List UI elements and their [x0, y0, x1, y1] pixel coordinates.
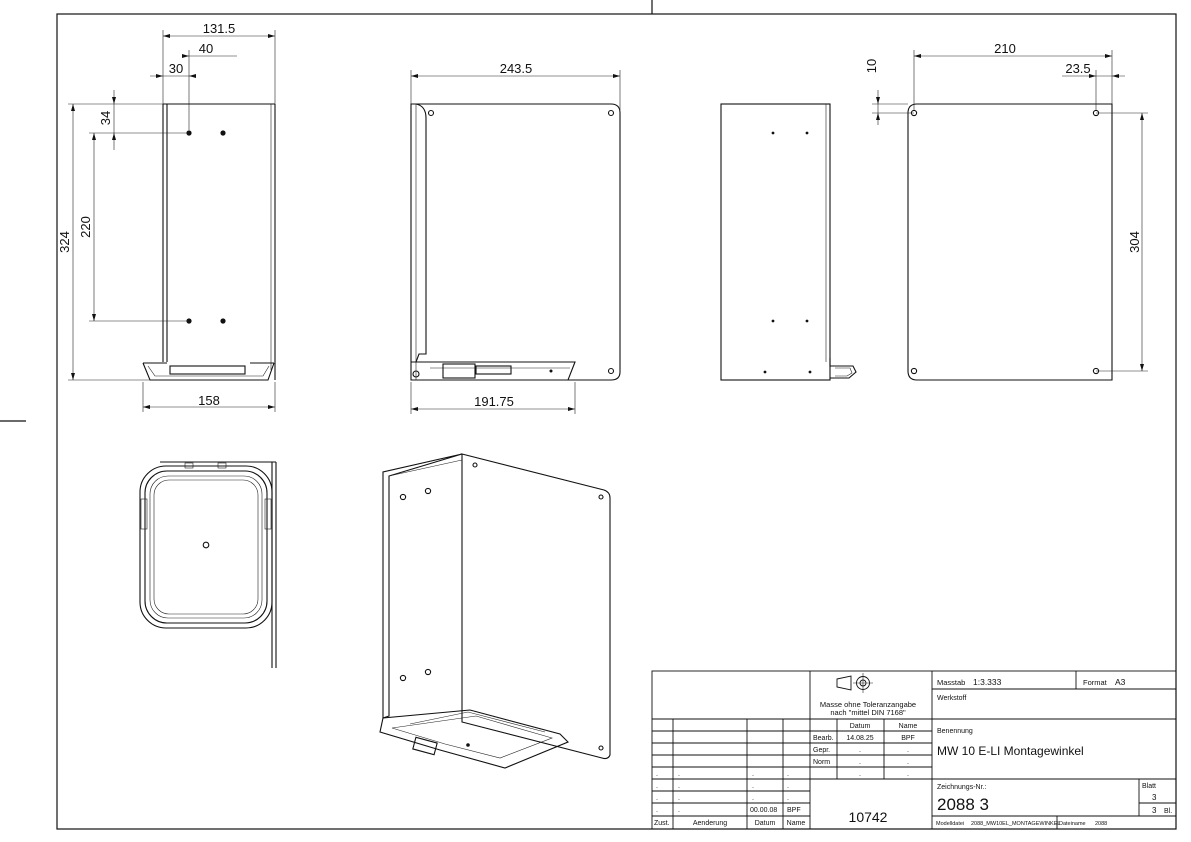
dim-210: 210	[994, 41, 1016, 56]
rev4-aenderung: .	[678, 807, 680, 814]
tolerance-note-2: nach "mittel DIN 7168"	[830, 708, 906, 717]
header-datum: Datum	[850, 723, 871, 730]
rev3-aenderung: .	[678, 795, 680, 802]
label-datum: Datum	[755, 820, 776, 827]
dim-324: 324	[57, 231, 72, 253]
norm-name: .	[907, 759, 909, 766]
row-bearb-label: Bearb.	[813, 735, 834, 742]
blatt-unit: Bl.	[1164, 808, 1172, 815]
label-blatt: Blatt	[1142, 783, 1156, 790]
dim-304: 304	[1127, 231, 1142, 253]
rev4-zust: .	[656, 807, 658, 814]
row-gepr-label: Gepr.	[813, 747, 830, 754]
view-top	[139, 461, 277, 668]
label-werkstoff: Werkstoff	[937, 695, 966, 702]
rev3-datum: .	[752, 795, 754, 802]
extra-name: .	[907, 771, 909, 778]
label-modelldatei: Modelldatei	[936, 821, 964, 827]
dim-158: 158	[198, 393, 220, 408]
rev1-aenderung: .	[678, 771, 680, 778]
view-side-left-dimensions	[68, 30, 276, 412]
view-side-right	[720, 103, 857, 381]
view-back	[907, 103, 1113, 381]
dim-191-75: 191.75	[474, 394, 514, 409]
norm-datum: .	[859, 759, 861, 766]
dim-40: 40	[199, 41, 213, 56]
rev4-datum: 00.00.08	[750, 807, 777, 814]
dim-131-5: 131.5	[203, 21, 236, 36]
dateiname-value: 2088	[1095, 821, 1107, 827]
format-value: A3	[1115, 677, 1126, 687]
label-aenderung: Aenderung	[693, 820, 727, 827]
dim-243-5: 243.5	[500, 61, 533, 76]
view-isometric	[379, 453, 611, 769]
dim-23-5: 23.5	[1065, 61, 1090, 76]
rev3-name: .	[787, 795, 789, 802]
label-zeichnungsnr: Zeichnungs-Nr.:	[937, 784, 986, 791]
tolerance-note-1: Masse ohne Toleranzangabe	[820, 700, 916, 709]
view-back-dimensions	[872, 50, 1148, 372]
label-massstab: Masstab	[937, 678, 965, 687]
blatt-total: 3	[1152, 806, 1157, 815]
label-zust: Zust.	[654, 820, 670, 827]
dim-10: 10	[864, 59, 879, 73]
header-name: Name	[899, 723, 918, 730]
view-front	[410, 103, 621, 381]
rev1-zust: .	[656, 771, 658, 778]
benennung-value: MW 10 E-LI Montagewinkel	[937, 744, 1084, 758]
dim-34: 34	[98, 111, 113, 125]
drawing-number-center: 10742	[849, 809, 888, 825]
view-front-dimensions	[410, 70, 621, 414]
rev2-aenderung: .	[678, 783, 680, 790]
rev1-name: .	[787, 771, 789, 778]
row-norm-label: Norm	[813, 759, 830, 766]
zeichnungsnr-value: 2088 3	[937, 795, 989, 814]
extra-datum: .	[859, 771, 861, 778]
blatt-value: 3	[1152, 793, 1157, 802]
rev2-datum: .	[752, 783, 754, 790]
rev3-zust: .	[656, 795, 658, 802]
gepr-name: .	[907, 747, 909, 754]
label-name: Name	[787, 820, 806, 827]
rev4-name: BPF	[787, 807, 801, 814]
dim-220: 220	[78, 216, 93, 238]
modelldatei-value: 2088_MW10EL_MONTAGEWINKEL	[971, 821, 1060, 827]
bearb-datum: 14.08.25	[846, 735, 873, 742]
rev1-datum: .	[752, 771, 754, 778]
label-format: Format	[1083, 678, 1108, 687]
rev2-name: .	[787, 783, 789, 790]
view-side-left	[142, 103, 276, 381]
massstab-value: 1:3.333	[973, 677, 1002, 687]
gepr-datum: .	[859, 747, 861, 754]
rev2-zust: .	[656, 783, 658, 790]
label-benennung: Benennung	[937, 728, 973, 735]
projection-symbol-icon	[836, 673, 873, 693]
bearb-name: BPF	[901, 735, 915, 742]
title-block	[651, 670, 1177, 830]
drawing-frame	[56, 13, 1177, 830]
dim-30: 30	[169, 61, 183, 76]
label-dateiname: Dateiname	[1059, 821, 1086, 827]
